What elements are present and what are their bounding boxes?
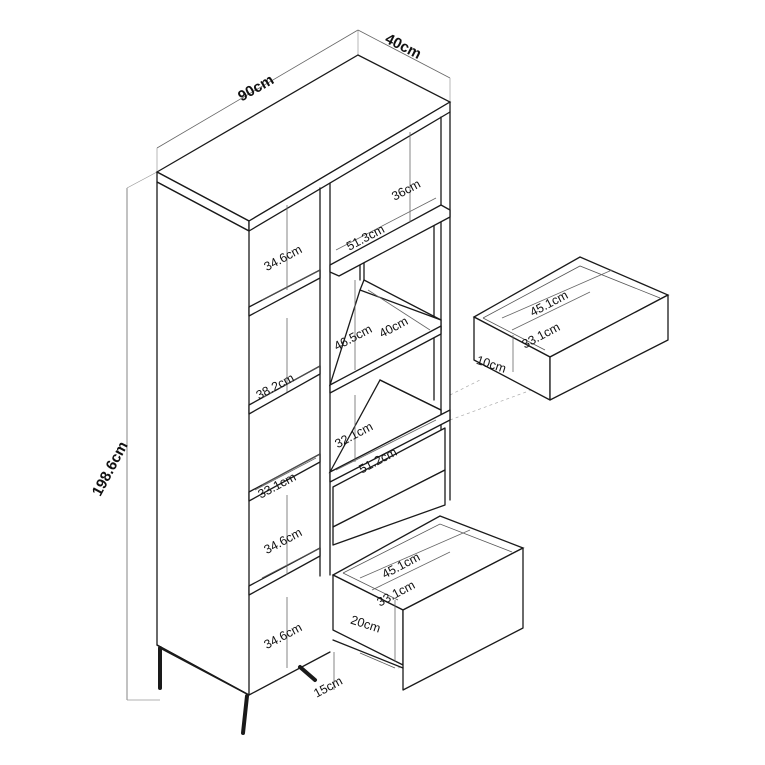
open-drawer-large xyxy=(331,515,525,691)
label-left-1: 34.6cm xyxy=(262,242,305,274)
label-left-5: 34.6cm xyxy=(262,620,305,652)
left-column-shelves xyxy=(248,269,321,596)
label-top-shelf-height: 36cm xyxy=(389,177,423,204)
inner-dimension-lines xyxy=(254,132,613,690)
label-left-4: 34.6cm xyxy=(262,525,305,557)
bookcase-body xyxy=(155,54,452,696)
label-height: 198.6cm xyxy=(89,439,132,499)
label-left-3-depth: 33.1cm xyxy=(256,470,299,502)
right-column-shelves xyxy=(328,204,451,483)
drawer-small xyxy=(472,256,670,401)
label-width: 90cm xyxy=(235,71,277,105)
label-depth: 40cm xyxy=(382,30,424,63)
legs xyxy=(158,646,317,735)
label-leg-height: 15cm xyxy=(311,674,345,701)
closed-drawer xyxy=(332,427,446,546)
